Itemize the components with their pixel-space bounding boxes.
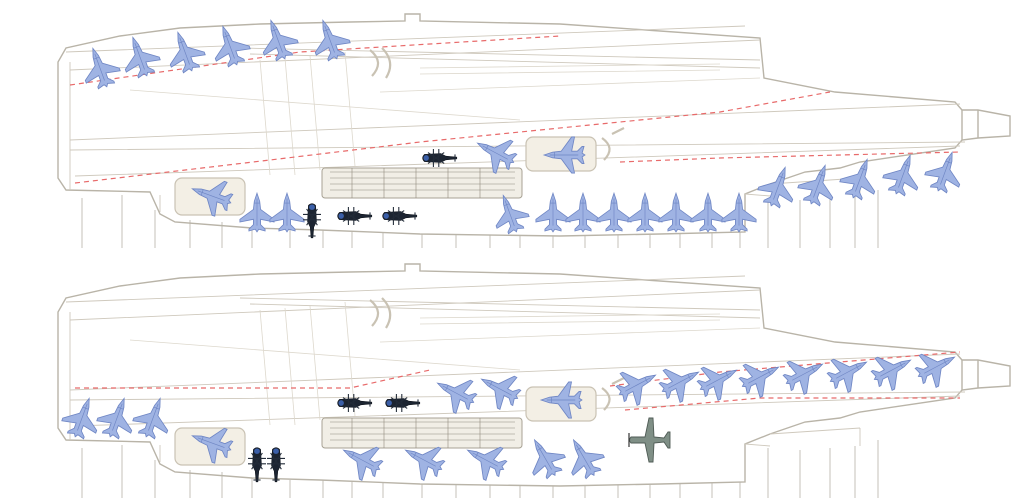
jet-aircraft-icon: [777, 347, 832, 400]
deck-top-aircraft-layer: [75, 13, 970, 239]
jet-aircraft-icon: [658, 192, 694, 233]
jet-aircraft-icon: [690, 192, 726, 233]
jet-aircraft-icon: [691, 353, 746, 406]
jet-aircraft-icon: [878, 148, 928, 201]
jet-aircraft-icon: [535, 192, 571, 233]
prop-aircraft-icon: [628, 417, 671, 463]
helicopter-aircraft-icon: [382, 206, 418, 226]
jet-aircraft-icon: [596, 192, 632, 233]
jet-aircraft-icon: [733, 350, 788, 403]
jet-aircraft-icon: [793, 158, 843, 211]
jet-aircraft-icon: [821, 345, 876, 398]
jet-aircraft-icon: [865, 343, 920, 396]
jet-aircraft-icon: [115, 30, 165, 83]
helicopter-aircraft-icon: [337, 206, 373, 226]
jet-aircraft-icon: [557, 430, 611, 485]
jet-aircraft-icon: [721, 192, 757, 233]
deck-top: [56, 12, 1012, 250]
jet-aircraft-icon: [205, 19, 255, 72]
jet-aircraft-icon: [518, 430, 572, 485]
helicopter-aircraft-icon: [266, 447, 286, 483]
jet-aircraft-icon: [472, 362, 527, 415]
jet-aircraft-icon: [565, 192, 601, 233]
jet-aircraft-icon: [160, 25, 210, 78]
deck-bottom-outline: [56, 262, 1012, 500]
jet-aircraft-icon: [269, 192, 305, 233]
deck-top-lanes: [69, 35, 961, 184]
jet-aircraft-icon: [835, 152, 885, 205]
helicopter-aircraft-icon: [247, 447, 267, 483]
deck-bottom: [56, 262, 1012, 500]
deck-bottom-lanes: [75, 351, 961, 411]
jet-aircraft-icon: [627, 192, 663, 233]
jet-aircraft-icon: [920, 145, 970, 198]
jet-aircraft-icon: [753, 160, 803, 213]
helicopter-aircraft-icon: [302, 203, 322, 239]
